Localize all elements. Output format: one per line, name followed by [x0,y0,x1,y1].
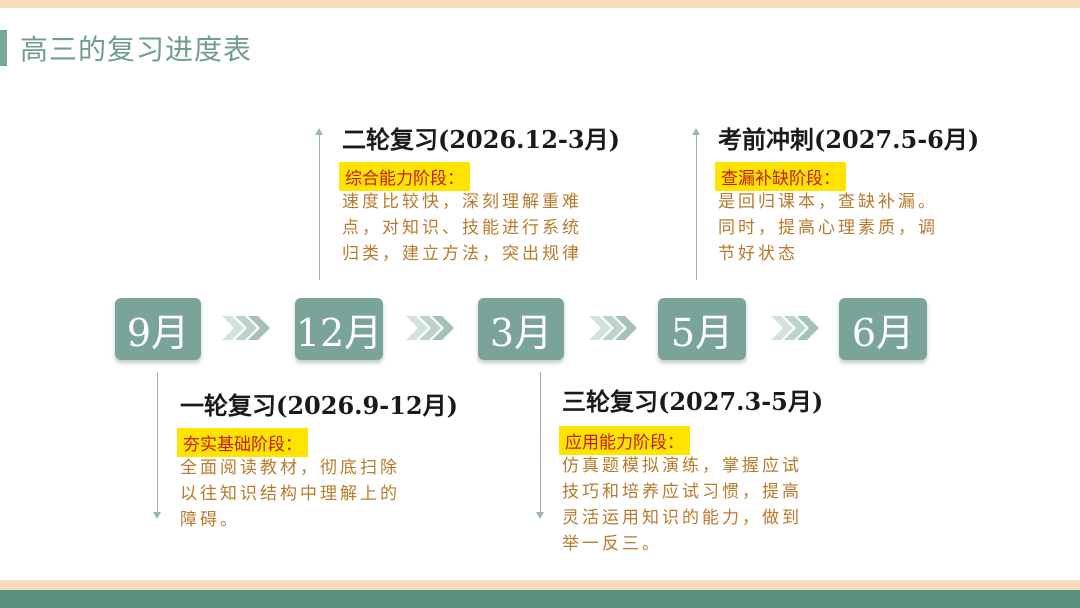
month-box-4: 5月 [658,298,746,360]
month-box-5: 6月 [839,298,927,360]
final-line-3: 节好状态 [718,244,798,264]
bottom-decor-band-dark [0,590,1080,608]
top-decor-bar [0,0,1080,8]
final-description: 是回归课本，查缺补漏。 同时，提高心理素质，调 节好状态 [718,189,938,267]
round3-heading: 三轮复习(2027.3-5月) [562,387,824,416]
chevron-arrows-icon [589,316,637,340]
page-title: 高三的复习进度表 [20,33,253,66]
month-box-2: 12月 [295,298,383,360]
round3-line-2: 技巧和培养应试习惯，提高 [562,482,802,502]
round3-label: 应用能力阶段： [559,426,690,455]
round1-label: 夯实基础阶段： [177,428,308,457]
round3-line-1: 仿真题模拟演练，掌握应试 [562,456,802,476]
chevron-arrows-icon [222,316,270,340]
round2-description: 速度比较快，深刻理解重难 点，对知识、技能进行系统 归类，建立方法，突出规律 [342,189,582,267]
chevron-arrows-icon [771,316,819,340]
round2-line-2: 点，对知识、技能进行系统 [342,218,582,238]
final-line-1: 是回归课本，查缺补漏。 [718,192,938,212]
round1-line-1: 全面阅读教材，彻底扫除 [180,458,400,478]
final-heading: 考前冲刺(2027.5-6月) [718,125,980,154]
round3-arrow-down-icon [536,512,544,519]
final-label: 查漏补缺阶段： [715,162,846,191]
month-box-1: 9月 [115,298,201,360]
round3-line-4: 举一反三。 [562,534,662,554]
chevron-arrows-icon [406,316,454,340]
round2-connector-line [319,134,320,280]
round1-line-2: 以往知识结构中理解上的 [180,484,400,504]
round3-line-3: 灵活运用知识的能力，做到 [562,508,802,528]
round1-description: 全面阅读教材，彻底扫除 以往知识结构中理解上的 障碍。 [180,455,400,533]
round1-heading: 一轮复习(2026.9-12月) [180,391,458,420]
bottom-decor-band-light [0,580,1080,590]
final-connector-line [696,134,697,280]
round2-arrow-up-icon [315,128,323,135]
round2-label: 综合能力阶段： [339,162,470,191]
round2-line-1: 速度比较快，深刻理解重难 [342,192,582,212]
round3-description: 仿真题模拟演练，掌握应试 技巧和培养应试习惯，提高 灵活运用知识的能力，做到 举… [562,453,802,557]
round2-line-3: 归类，建立方法，突出规律 [342,244,582,264]
month-box-3: 3月 [478,298,564,360]
final-line-2: 同时，提高心理素质，调 [718,218,938,238]
round1-connector-line [157,372,158,512]
round1-arrow-down-icon [153,512,161,519]
round2-heading: 二轮复习(2026.12-3月) [342,125,620,154]
round3-connector-line [540,372,541,512]
title-accent-bar [0,30,7,66]
final-arrow-up-icon [692,128,700,135]
round1-line-3: 障碍。 [180,510,240,530]
